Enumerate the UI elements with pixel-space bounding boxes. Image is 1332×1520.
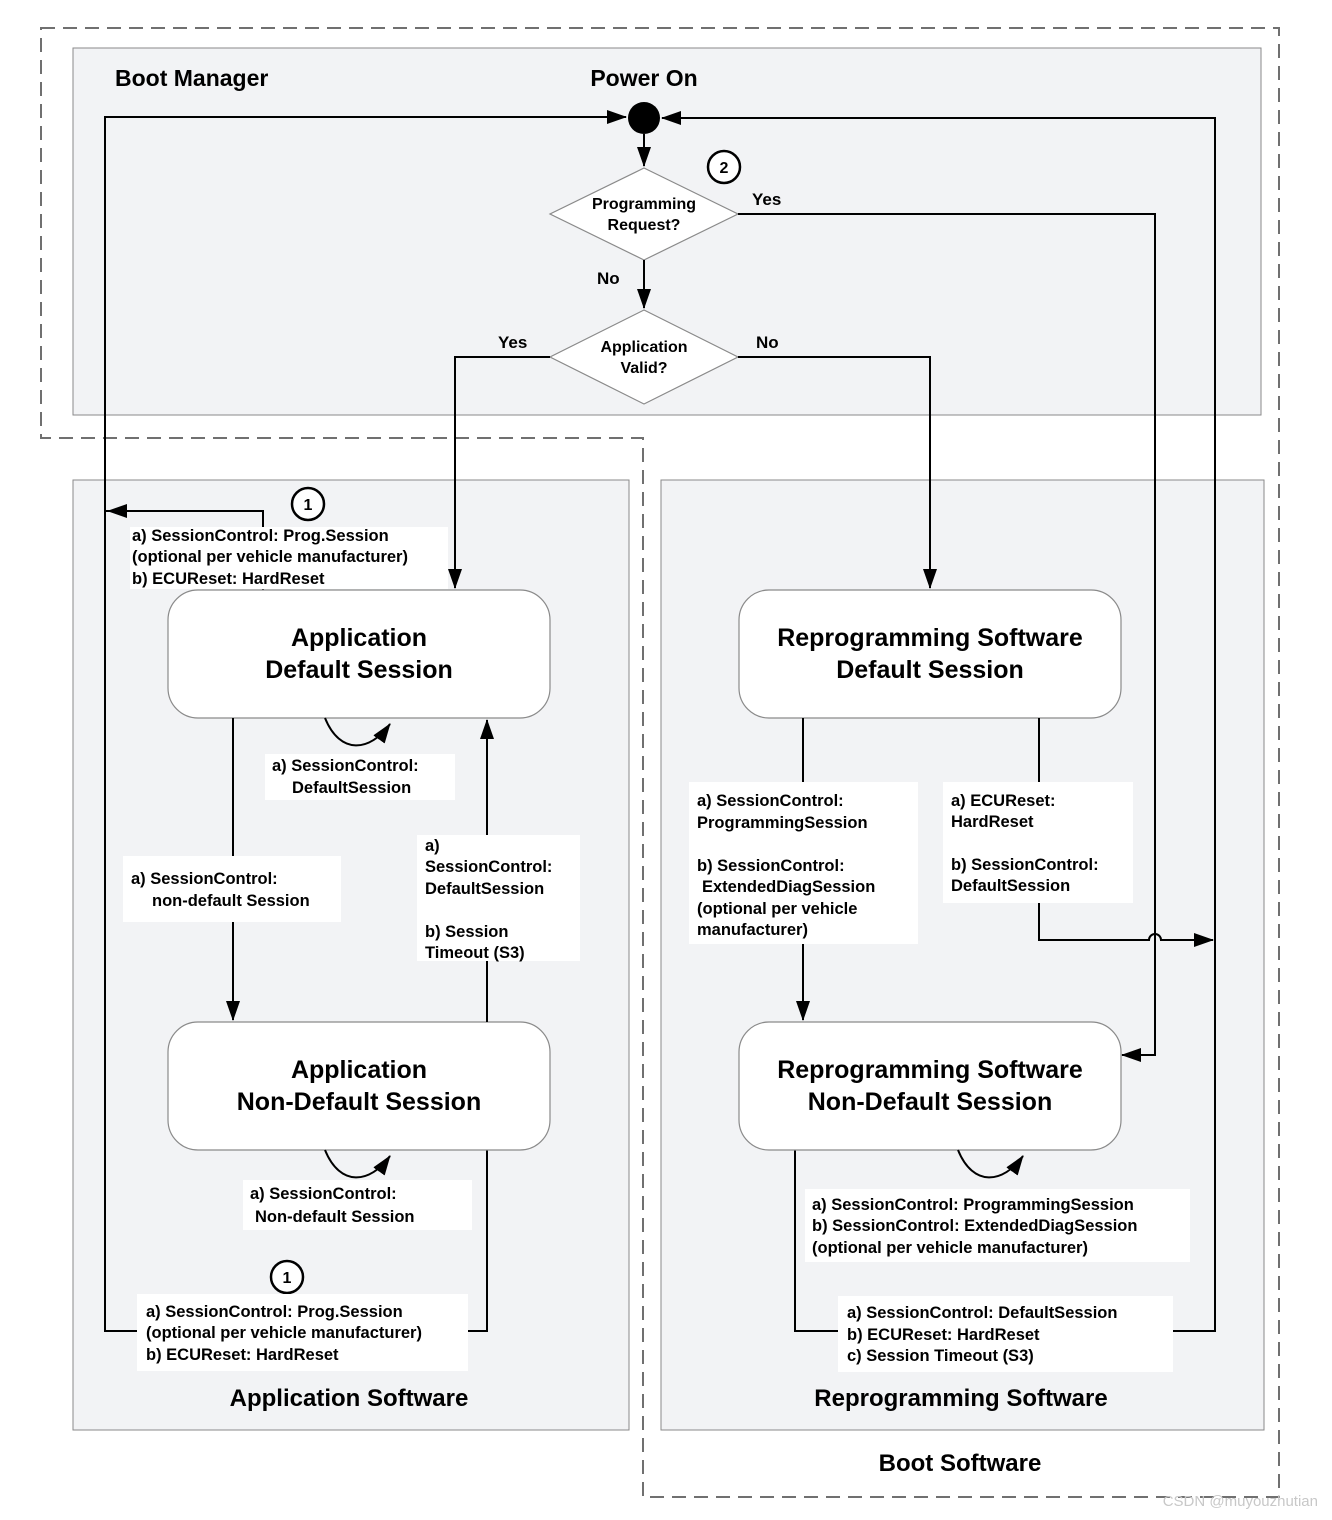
note-reprog-non-default-self-3: (optional per vehicle manufacturer) [812, 1239, 1088, 1257]
application-valid-no-flow [738, 356, 937, 589]
state-application-default [167, 589, 551, 719]
programming-request-text-2: Request? [608, 217, 681, 234]
note-reprog-non-default-to-power-on-1: a) SessionControl: DefaultSession [847, 1304, 1117, 1322]
programming-request-text-1: Programming [592, 196, 696, 213]
note-reprog-non-default-to-power-on-bg [838, 1296, 1173, 1372]
programming-request-no-label: No [597, 269, 620, 288]
note-app-default-self-1: a) SessionControl: [272, 757, 419, 775]
note-reprog-non-default-self-bg [805, 1189, 1190, 1262]
right-return-line [661, 111, 1216, 1332]
note-reprog-to-non-default-4: b) SessionControl: [697, 857, 845, 875]
marker-one-bottom-text: 1 [283, 1270, 292, 1287]
application-valid-yes-label: Yes [498, 333, 527, 352]
state-application-non-default-line-2: Non-Default Session [237, 1088, 481, 1116]
app-default-self-loop [324, 717, 391, 747]
state-reprogramming-non-default-line-2: Non-Default Session [808, 1088, 1052, 1116]
note-reprog-to-non-default-bg [689, 782, 918, 944]
note-reprog-to-power-on-bg [943, 782, 1133, 903]
note-reprog-non-default-to-power-on-2: b) ECUReset: HardReset [847, 1326, 1040, 1344]
note-app-default-self-2: DefaultSession [292, 779, 411, 797]
note-reprog-to-non-default-1: a) SessionControl: [697, 792, 844, 810]
application-valid-yes-flow [448, 356, 550, 589]
note-app-non-default-self-bg [243, 1180, 472, 1230]
application-valid-text-2: Valid? [620, 360, 667, 377]
state-reprogramming-default-line-2: Default Session [836, 656, 1024, 684]
note-app-to-non-default-2: non-default Session [152, 892, 310, 910]
note-app-non-default-to-boot-3: b) ECUReset: HardReset [146, 1346, 339, 1364]
note-app-to-default-bg [417, 835, 580, 961]
boot-software-boundary [40, 27, 1280, 1498]
app-non-default-self-loop [324, 1149, 391, 1179]
marker-one-top [290, 486, 326, 522]
programming-request-yes-label: Yes [752, 190, 781, 209]
note-app-to-non-default-1: a) SessionControl: [131, 870, 278, 888]
note-app-non-default-self-1: a) SessionControl: [250, 1185, 397, 1203]
state-reprogramming-non-default-line-1: Reprogramming Software [777, 1056, 1083, 1084]
note-app-default-to-boot-1: a) SessionControl: Prog.Session [132, 527, 389, 545]
note-app-to-default-1: a) [425, 837, 440, 855]
note-reprog-to-power-on-4: b) SessionControl: [951, 856, 1099, 874]
note-app-default-to-boot-bg [130, 527, 448, 589]
application-valid-text-1: Application [600, 339, 687, 356]
reprog-non-default-self-loop [957, 1149, 1024, 1179]
note-reprog-to-power-on-2: HardReset [951, 813, 1034, 831]
marker-two [706, 149, 742, 185]
note-reprog-non-default-to-power-on-3: c) Session Timeout (S3) [847, 1347, 1034, 1365]
application-software-title: Application Software [230, 1385, 469, 1412]
note-reprog-to-non-default-6: (optional per vehicle [697, 900, 857, 918]
state-application-default-line-1: Application [291, 624, 427, 652]
note-app-to-default-5: b) Session [425, 923, 508, 941]
boot-manager-title: Boot Manager [115, 65, 268, 91]
power-on-label: Power On [590, 65, 697, 91]
note-reprog-to-non-default-2: ProgrammingSession [697, 814, 868, 832]
reprog-default-to-power-on-flow [1038, 718, 1214, 947]
note-app-default-self-bg [265, 754, 455, 800]
watermark: CSDN @muyouzhutian [1163, 1493, 1318, 1510]
note-app-default-to-boot-3: b) ECUReset: HardReset [132, 570, 325, 588]
note-reprog-to-power-on-5: DefaultSession [951, 877, 1070, 895]
note-app-to-default-3: DefaultSession [425, 880, 544, 898]
marker-one-bottom [269, 1259, 305, 1295]
state-application-default-line-2: Default Session [265, 656, 453, 684]
note-app-non-default-to-boot-1: a) SessionControl: Prog.Session [146, 1303, 403, 1321]
marker-two-text: 2 [720, 160, 729, 177]
state-application-non-default-line-1: Application [291, 1056, 427, 1084]
note-app-non-default-self-2: Non-default Session [255, 1208, 415, 1226]
reprogramming-software-title: Reprogramming Software [814, 1385, 1107, 1412]
note-app-non-default-to-boot-bg [137, 1294, 468, 1371]
note-app-default-to-boot-2: (optional per vehicle manufacturer) [132, 548, 408, 566]
programming-request-yes-flow [738, 213, 1156, 1062]
note-reprog-to-power-on-1: a) ECUReset: [951, 792, 1056, 810]
state-application-non-default [167, 1021, 551, 1151]
application-valid-no-label: No [756, 333, 779, 352]
marker-one-top-text: 1 [304, 497, 313, 514]
note-app-to-non-default-bg [123, 856, 341, 922]
note-reprog-non-default-self-1: a) SessionControl: ProgrammingSession [812, 1196, 1134, 1214]
note-reprog-non-default-self-2: b) SessionControl: ExtendedDiagSession [812, 1217, 1137, 1235]
note-app-non-default-to-boot-2: (optional per vehicle manufacturer) [146, 1324, 422, 1342]
state-reprogramming-default [738, 589, 1122, 719]
power-on-node [628, 102, 660, 134]
note-app-to-default-2: SessionControl: [425, 858, 552, 876]
state-reprogramming-non-default [738, 1021, 1122, 1151]
application-valid-decision [548, 309, 740, 405]
note-app-to-default-6: Timeout (S3) [425, 944, 525, 962]
note-reprog-to-non-default-5: ExtendedDiagSession [702, 878, 875, 896]
state-reprogramming-default-line-1: Reprogramming Software [777, 624, 1083, 652]
note-reprog-to-non-default-7: manufacturer) [697, 921, 808, 939]
boot-software-title: Boot Software [879, 1450, 1042, 1477]
